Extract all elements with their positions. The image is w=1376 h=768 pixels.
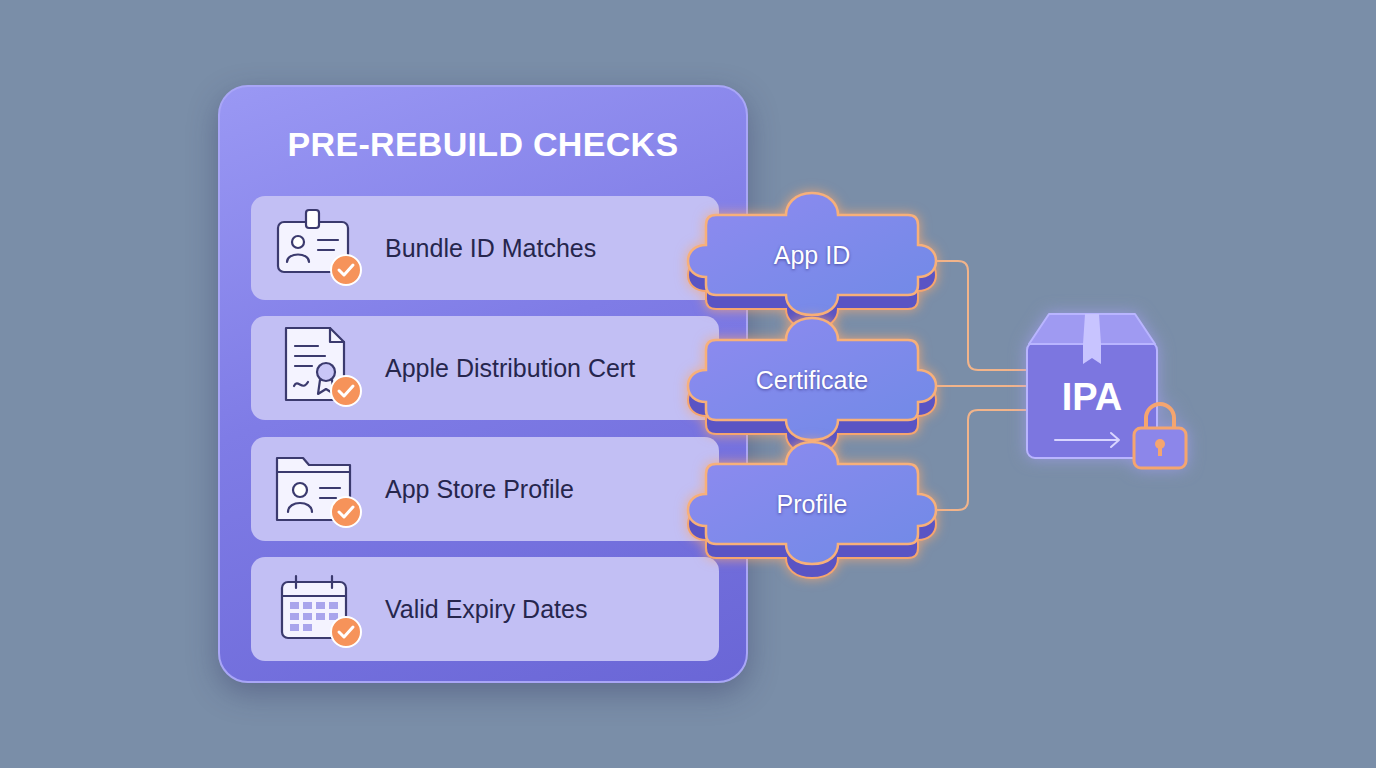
node-label: App ID xyxy=(706,215,918,295)
node-label: Valid Expiry Dates xyxy=(385,557,587,661)
node-label: Bundle ID Matches xyxy=(385,196,596,300)
connector-line xyxy=(918,410,1027,510)
node-label: IPA xyxy=(1027,376,1157,419)
package-box: IPA xyxy=(1027,312,1167,458)
puzzle-piece: Profile xyxy=(706,464,918,556)
node-label: App Store Profile xyxy=(385,437,574,541)
node-label: Certificate xyxy=(706,340,918,420)
panel-heading: PRE-REBUILD CHECKS xyxy=(220,125,746,164)
node-label: Profile xyxy=(706,464,918,544)
node-label: Apple Distribution Cert xyxy=(385,316,635,420)
puzzle-piece: App ID xyxy=(706,215,918,307)
puzzle-piece: Certificate xyxy=(706,340,918,432)
